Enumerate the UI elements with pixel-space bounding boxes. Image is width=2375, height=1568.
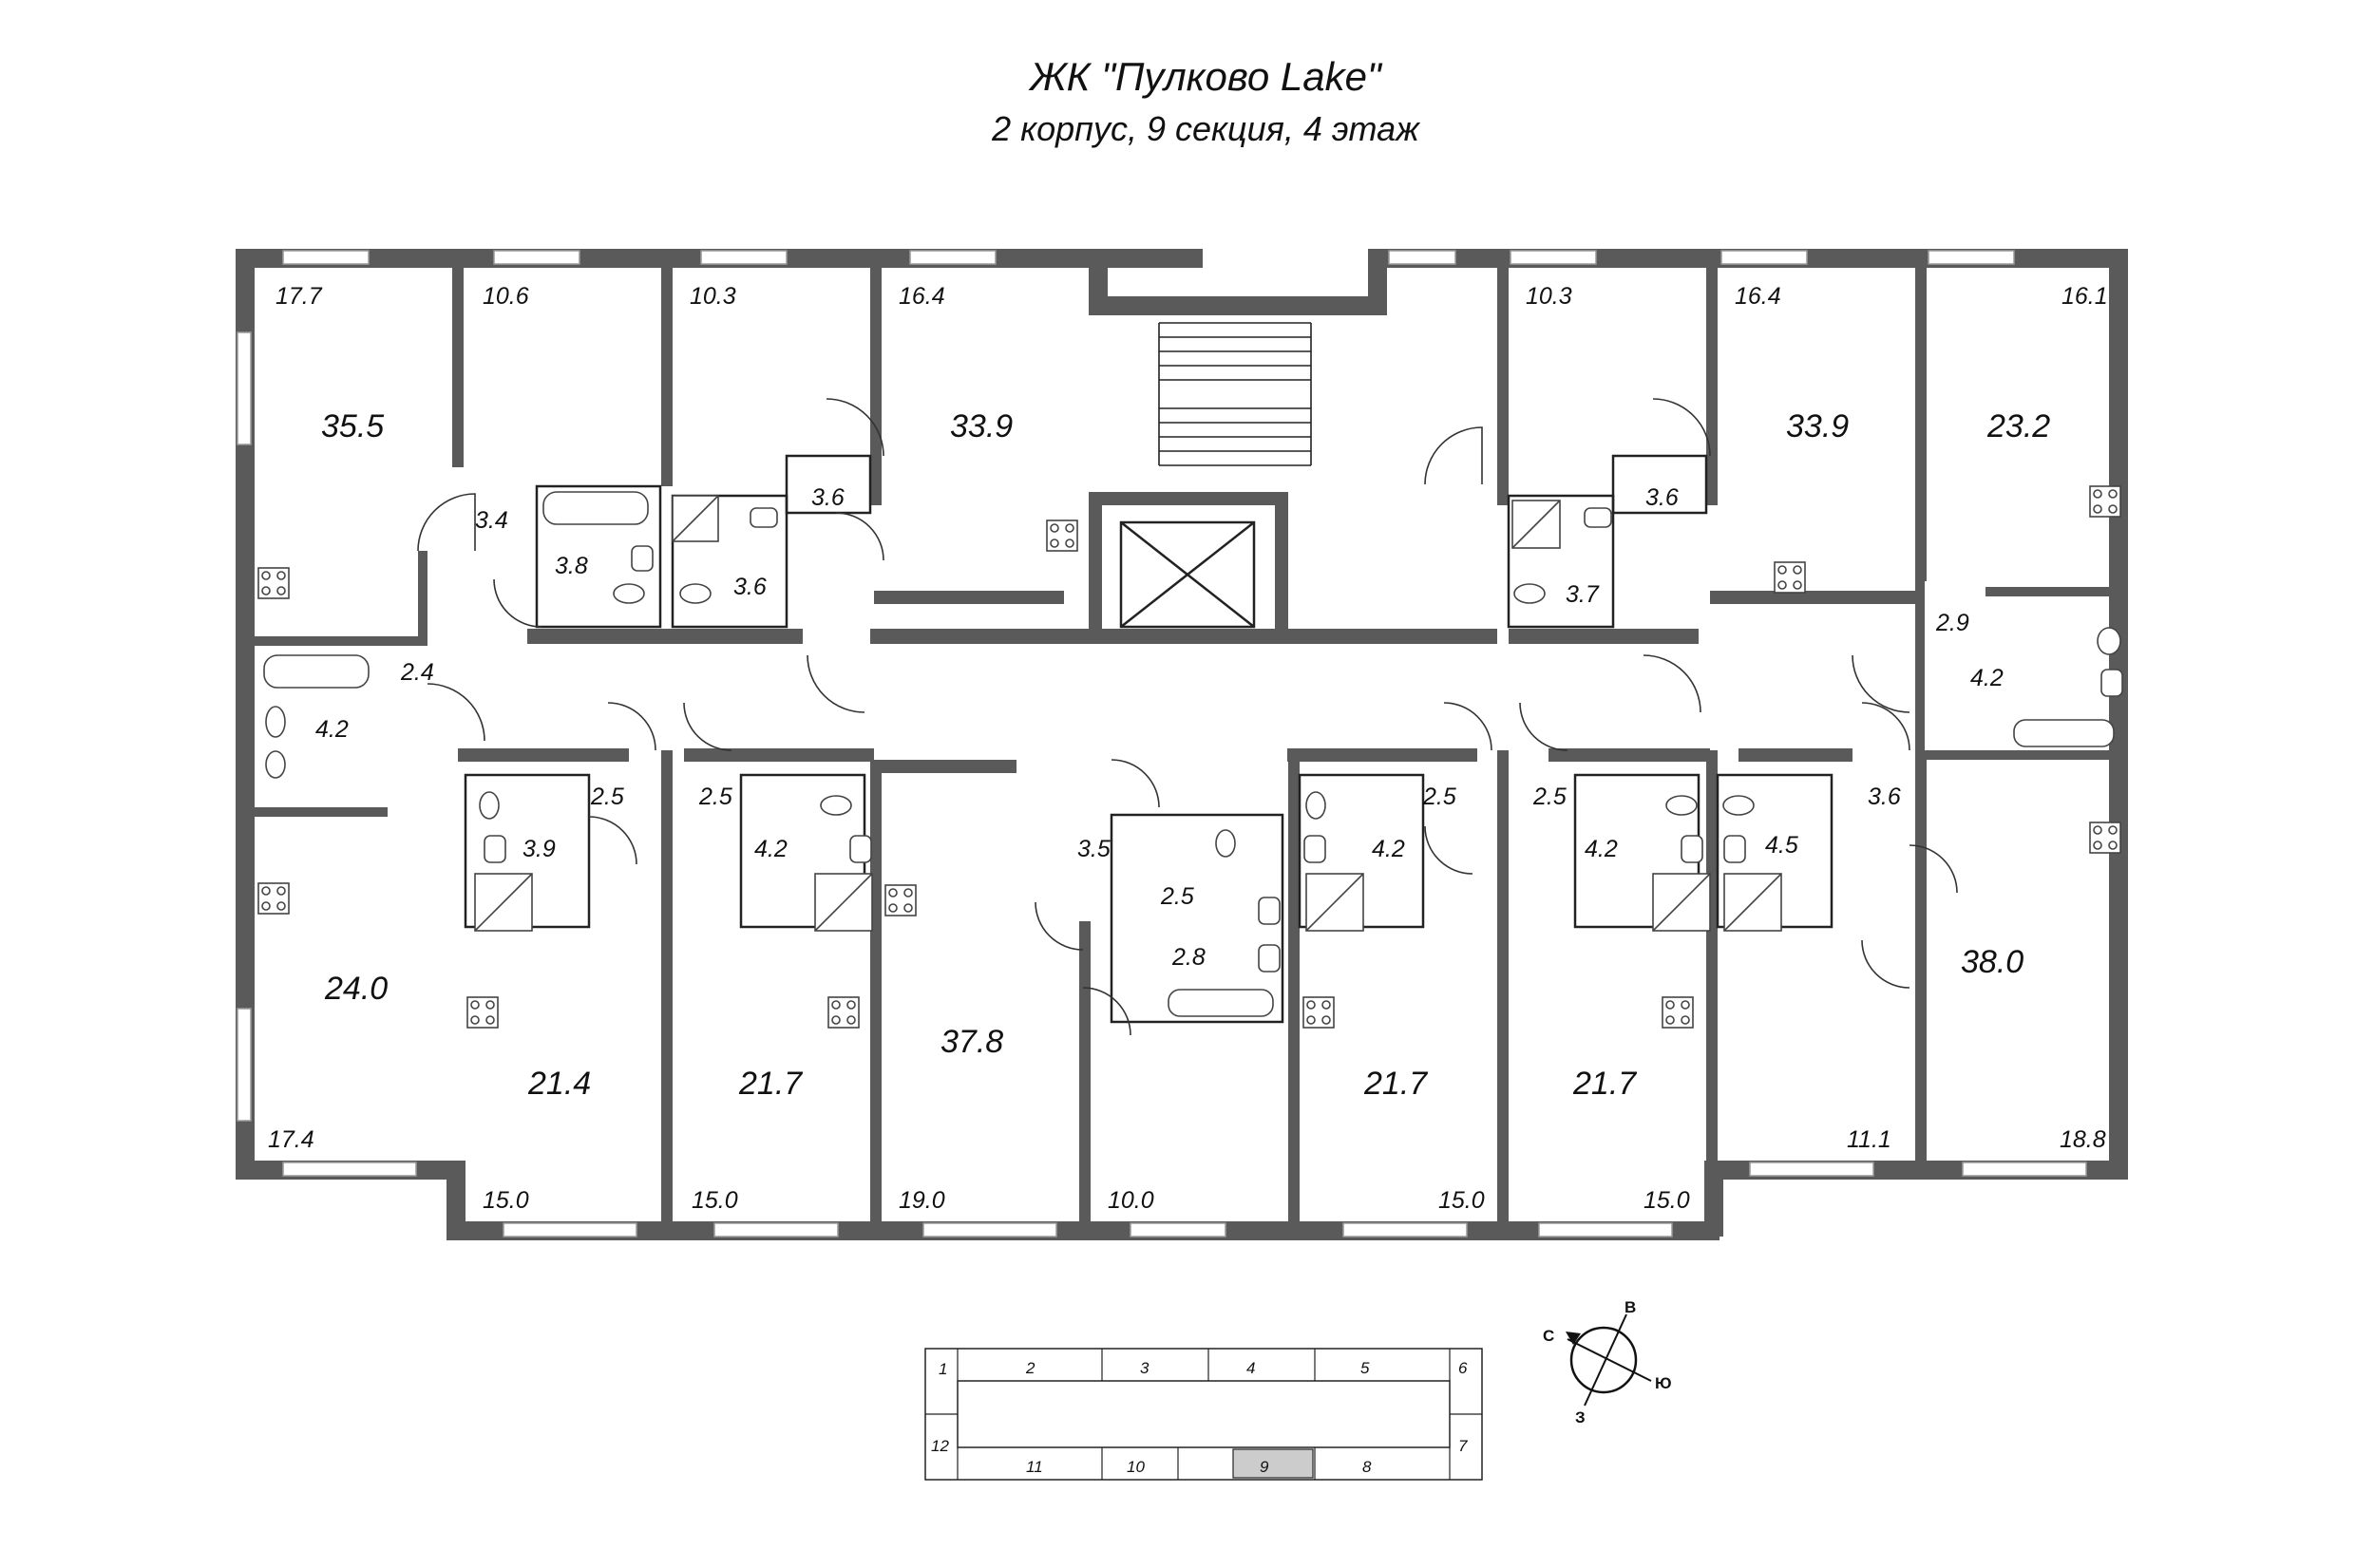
room-area: 15.0 [692,1187,738,1214]
room-area: 3.6 [1645,484,1679,511]
room-area: 2.9 [1935,610,1969,636]
section-number: 3 [1140,1359,1150,1377]
room-area: 21.7 [1363,1066,1428,1102]
room-area: 10.3 [690,283,736,310]
room-area: 3.6 [811,484,845,511]
room-area: 3.8 [555,553,588,579]
section-number: 2 [1025,1359,1036,1377]
page-subtitle: 2 корпус, 9 секция, 4 этаж [992,109,1419,148]
area-labels: 17.7 10.6 10.3 16.4 10.3 16.4 16.1 35.5 … [268,283,2108,1214]
room-area: 4.2 [754,836,788,862]
section-number: 4 [1246,1359,1255,1377]
room-area: 15.0 [483,1187,529,1214]
section-number: 6 [1458,1359,1468,1377]
page-title: ЖК "Пулково Lake" [1030,54,1381,99]
interior-walls [236,249,2128,1225]
room-area: 16.4 [1735,283,1781,310]
room-area: 10.0 [1108,1187,1154,1214]
room-area: 21.7 [1572,1066,1637,1102]
stove-icon [884,884,917,916]
room-area: 15.0 [1644,1187,1690,1214]
section-number: 12 [931,1437,949,1455]
room-area: 38.0 [1961,944,2024,980]
section-key-map: 1 2 3 4 5 6 7 8 9 10 11 12 [924,1348,1483,1481]
room-area: 10.3 [1526,283,1572,310]
section-number: 11 [1026,1458,1043,1476]
room-area: 33.9 [950,408,1013,444]
room-area: 4.2 [1585,836,1618,862]
title-block: ЖК "Пулково Lake" 2 корпус, 9 секция, 4 … [0,49,2375,154]
room-area: 2.5 [590,784,624,810]
room-area: 19.0 [899,1187,945,1214]
outer-walls [236,249,2128,1240]
stove-icon [1774,561,1806,594]
section-number: 8 [1362,1458,1372,1476]
compass-east-label: В [1624,1298,1636,1316]
stove-icon [2089,822,2121,854]
stove-icon [466,996,499,1029]
section-number: 7 [1458,1437,1468,1455]
room-area: 17.7 [276,283,323,310]
room-area: 4.2 [315,716,349,743]
room-area: 33.9 [1786,408,1849,444]
room-area: 4.2 [1970,665,2004,691]
room-area: 16.4 [899,283,945,310]
room-area: 2.8 [1171,944,1206,971]
room-area: 35.5 [321,408,384,444]
stairwell [1119,322,1312,629]
room-area: 24.0 [324,971,388,1007]
doors [417,398,1958,1036]
room-area: 3.9 [522,836,556,862]
room-area: 10.6 [483,283,529,310]
room-area: 2.5 [1532,784,1567,810]
room-area: 2.5 [1160,883,1194,910]
room-area: 3.7 [1566,581,1600,608]
room-area: 4.5 [1765,832,1798,859]
stove-icon [827,996,860,1029]
stove-icon [2089,485,2121,518]
room-area: 21.7 [738,1066,803,1102]
room-area: 2.4 [400,659,434,686]
stove-icon [257,567,290,599]
room-area: 21.4 [527,1066,591,1102]
room-area: 37.8 [940,1024,1003,1060]
room-area: 11.1 [1847,1126,1891,1153]
highlighted-section [1232,1448,1314,1479]
room-area: 3.6 [733,574,767,600]
room-area: 18.8 [2060,1126,2106,1153]
section-number: 5 [1360,1359,1370,1377]
room-area: 4.2 [1372,836,1405,862]
room-area: 2.5 [1422,784,1456,810]
compass-west-label: З [1575,1408,1586,1426]
room-area: 3.5 [1077,836,1111,862]
stove-icon [1302,996,1335,1029]
stove-icon [1046,520,1078,552]
section-number: 9 [1260,1458,1269,1476]
room-area: 3.4 [475,507,508,534]
room-area: 17.4 [268,1126,314,1153]
compass-south-label: Ю [1655,1374,1672,1392]
compass-north-label: С [1543,1327,1554,1345]
room-area: 15.0 [1438,1187,1485,1214]
stove-icon [257,882,290,915]
section-number: 1 [939,1360,947,1378]
fixtures [257,485,2123,1029]
room-area: 3.6 [1868,784,1901,810]
room-area: 23.2 [1986,408,2050,444]
compass-icon: С В Ю З [1543,1298,1672,1426]
section-number: 10 [1127,1458,1145,1476]
room-area: 16.1 [2062,283,2108,310]
stove-icon [1662,996,1694,1029]
room-area: 2.5 [698,784,732,810]
